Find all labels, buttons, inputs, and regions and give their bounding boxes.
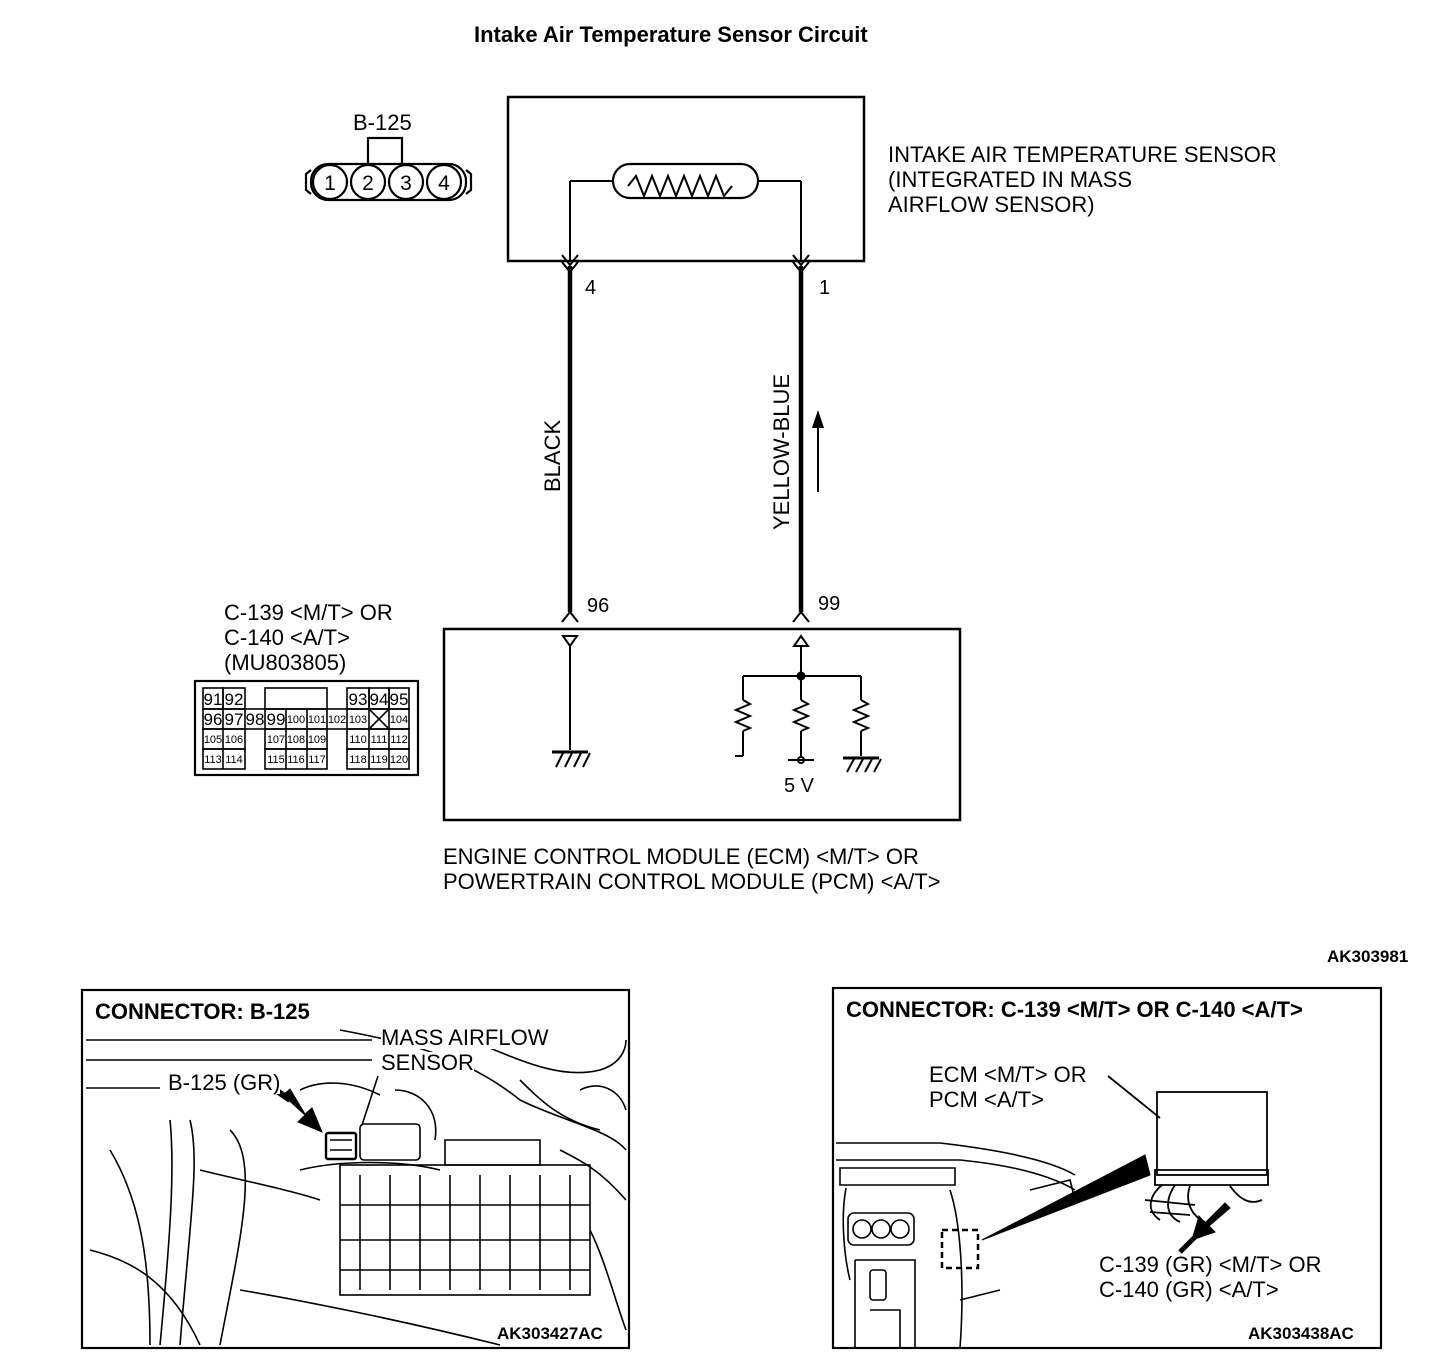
pin-label: 94 [370,690,389,709]
pin-label: 116 [287,754,305,766]
pin-label: 119 [370,754,388,766]
panel-right-code: AK303438AC [1248,1324,1354,1343]
ecm-terminal-96-mark [561,610,579,623]
mas-callout-line [361,1075,379,1126]
pin-label: 112 [390,734,408,746]
sensor-terminal-4: 4 [585,277,597,299]
pin-label: 113 [204,754,222,766]
ecm-unit-illustration [1144,1091,1269,1223]
pin-label: 115 [267,754,285,766]
ecm-input-circuit [733,634,882,773]
ecm-box [442,627,962,822]
c139-location-arrow [1178,1202,1231,1254]
pin-label: 96 [204,710,223,729]
panel-left-frame [80,988,631,1350]
pin-label: 114 [225,754,243,766]
panel-left-code: AK303427AC [497,1324,603,1343]
pin-label: 109 [308,734,326,746]
pin-label: 92 [225,690,244,709]
pin-label: 93 [349,690,368,709]
pin-label: 103 [349,714,367,726]
ecm-module-line-2: PCM <A/T> [929,1087,1044,1112]
ecm-label-line-2: POWERTRAIN CONTROL MODULE (PCM) <A/T> [443,869,941,894]
sensor-label-line-2: (INTEGRATED IN MASS [888,167,1133,192]
reference-voltage: 5 V [784,775,815,797]
diagram-title: Intake Air Temperature Sensor Circuit [474,22,868,47]
pin-label: 95 [390,690,409,709]
b125-connector-label: B-125 (GR) [168,1070,281,1095]
ecm-connector-line-3: (MU803805) [224,650,347,675]
ecm-connector-grid [193,679,420,777]
c139-connector-line-2: C-140 (GR) <A/T> [1099,1277,1279,1302]
mas-callout-line-1: MASS AIRFLOW [381,1025,549,1050]
ecm-callout-line [1107,1075,1161,1119]
sensor-connector-id: B-125 [353,110,412,135]
pin-label: 106 [225,734,243,746]
ecm-pin-labels: 91 92 93 94 95 96 97 98 99 100 101 102 1… [204,690,409,766]
b125-pin-2: 2 [362,172,374,195]
mas-callout-line-2: SENSOR [381,1050,474,1075]
b125-pin-4: 4 [438,172,450,195]
pin-label: 108 [287,734,305,746]
ecm-connector-line-2: C-140 <A/T> [224,625,350,650]
ecm-terminal-99-mark [792,610,810,623]
dashboard-illustration [836,1142,1076,1349]
b125-pin-1: 1 [324,172,336,195]
wire-color-black: BLACK [540,419,565,492]
b125-pin-numbers: 1 2 3 4 [324,172,450,195]
ecm-module-line-1: ECM <M/T> OR [929,1062,1087,1087]
pin-label: 91 [204,690,223,709]
ecm-terminal-96: 96 [587,595,610,617]
pin-label: 105 [204,734,222,746]
signal-direction-arrow [812,410,824,492]
ecm-ground-circuit [552,635,591,768]
sensor-label-line-1: INTAKE AIR TEMPERATURE SENSOR [888,142,1277,167]
ecm-connector-line-1: C-139 <M/T> OR [224,600,393,625]
pin-label: 101 [308,714,326,726]
thermistor-icon [569,162,802,261]
sensor-label-line-3: AIRFLOW SENSOR) [888,192,1095,217]
pin-label: 118 [349,754,367,766]
pin-label: 117 [308,754,326,766]
ecm-label-line-1: ENGINE CONTROL MODULE (ECM) <M/T> OR [443,844,919,869]
pin-label: 110 [349,734,367,746]
panel-left-heading: CONNECTOR: B-125 [95,999,310,1024]
panel-right-frame [831,986,1383,1350]
pin-label: 107 [267,734,285,746]
diagram-code: AK303981 [1327,947,1409,966]
pin-label: 111 [371,734,388,746]
pin-label: 102 [328,714,346,726]
pin-label: 99 [267,710,286,729]
b125-connector-icon [304,136,473,202]
panel-right-heading: CONNECTOR: C-139 <M/T> OR C-140 <A/T> [846,997,1303,1022]
wire-color-yellow-blue: YELLOW-BLUE [769,373,794,530]
sensor-terminal-1: 1 [819,277,831,299]
sensor-box [506,95,866,263]
b125-pin-3: 3 [400,172,412,195]
engine-bay-illustration [86,1029,627,1346]
pin-label: 104 [390,714,408,726]
ecm-terminal-99: 99 [818,593,841,615]
pin-label: 120 [390,754,408,766]
c139-connector-line-1: C-139 (GR) <M/T> OR [1099,1252,1322,1277]
pin-label: 97 [225,710,244,729]
pin-label: 100 [287,714,305,726]
ecm-zoom-wedge [981,1154,1151,1241]
pin-label: 98 [246,710,265,729]
